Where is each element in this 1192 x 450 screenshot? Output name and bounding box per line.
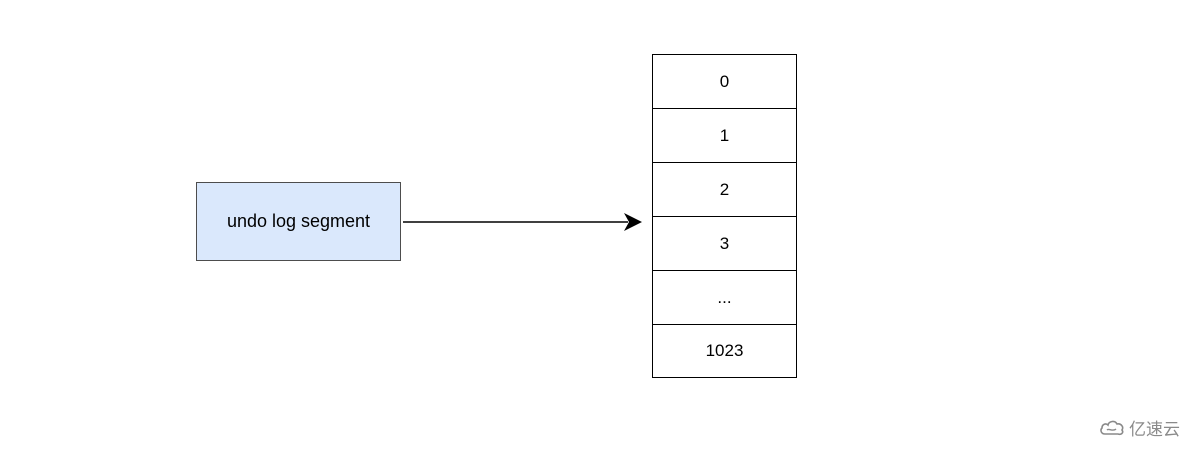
- slot-label: 1023: [705, 341, 744, 360]
- watermark: 亿速云: [1099, 415, 1180, 440]
- slot-cell-1023: 1023: [653, 325, 796, 377]
- undo-log-segment-label: undo log segment: [226, 211, 371, 231]
- slot-label: 3: [719, 233, 730, 253]
- slot-cell-1: 1: [653, 109, 796, 163]
- slot-label: 0: [719, 71, 730, 91]
- undo-slot-array: 0 1 2 3 ... 1023: [652, 54, 797, 378]
- watermark-text: 亿速云: [1129, 420, 1180, 440]
- undo-log-segment-node: undo log segment: [196, 182, 401, 261]
- slot-label: 1: [719, 125, 730, 145]
- slot-label: ...: [717, 287, 732, 307]
- slot-label: 2: [719, 179, 730, 199]
- arrowhead-icon: [624, 213, 642, 231]
- slot-cell-0: 0: [653, 55, 796, 109]
- cloud-logo-icon: [1100, 420, 1124, 435]
- slot-cell-ellipsis: ...: [653, 271, 796, 325]
- slot-cell-2: 2: [653, 163, 796, 217]
- slot-cell-3: 3: [653, 217, 796, 271]
